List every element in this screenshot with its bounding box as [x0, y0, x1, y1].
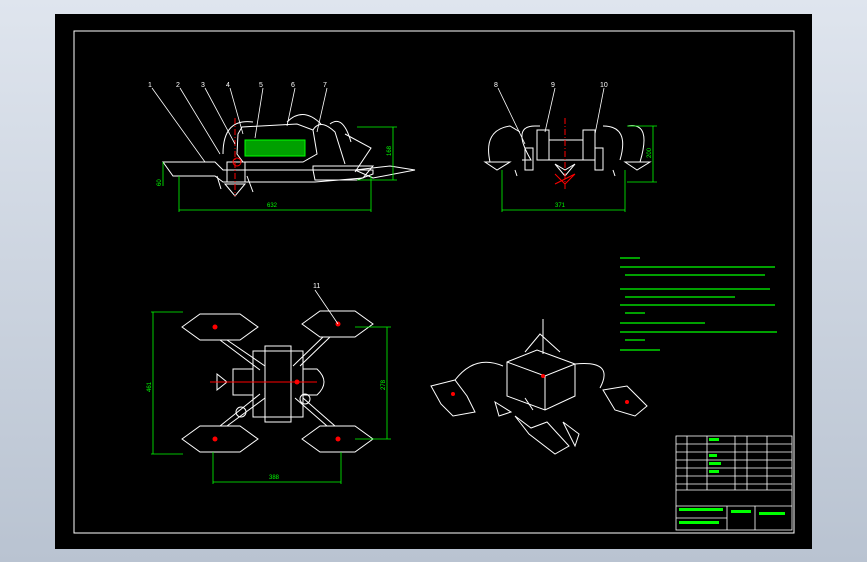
cad-canvas[interactable]: 1 2 3 4 5 6 7 632 168 60 [55, 14, 812, 549]
part-number-3: 3 [201, 82, 205, 89]
part-number-2: 2 [176, 82, 180, 89]
top-leader [314, 289, 339, 325]
front-center-mark [232, 157, 242, 167]
title-block-fill [679, 438, 785, 524]
part-number-10: 10 [600, 82, 608, 89]
side-view [483, 125, 652, 177]
front-leaders [151, 87, 328, 163]
top-left-dim: 461 [147, 381, 153, 392]
cad-drawing-sheet[interactable]: 1 2 3 4 5 6 7 632 168 60 [55, 14, 812, 549]
front-dimensions [162, 126, 397, 212]
part-number-5: 5 [259, 82, 263, 89]
front-width-dim: 632 [267, 203, 278, 209]
part-number-4: 4 [226, 82, 230, 89]
part-number-8: 8 [494, 82, 498, 89]
part-number-6: 6 [291, 82, 295, 89]
side-impeller [554, 173, 576, 185]
part-number-7: 7 [323, 82, 327, 89]
side-part-numbers: 8 9 10 [494, 82, 608, 89]
top-right-dim: 278 [381, 379, 387, 390]
top-dimensions [151, 311, 391, 484]
side-dimensions [501, 125, 657, 212]
front-part-numbers: 1 2 3 4 5 6 7 [148, 82, 327, 89]
top-width-dim: 388 [269, 475, 280, 481]
title-block [675, 435, 793, 531]
drawing-border [73, 30, 795, 534]
side-height-dim: 200 [647, 147, 653, 158]
top-view [181, 310, 374, 453]
side-width-dim: 371 [555, 203, 566, 209]
technical-notes [620, 257, 777, 351]
side-leaders [497, 87, 605, 145]
isometric-view [430, 319, 648, 455]
front-height-dim: 168 [387, 145, 393, 156]
part-number-9: 9 [551, 82, 555, 89]
front-view [162, 114, 416, 197]
hatched-section [244, 139, 306, 157]
iso-mount-points [451, 374, 629, 404]
part-number-11: 11 [313, 283, 320, 290]
part-number-1: 1 [148, 82, 152, 89]
front-left-dim: 60 [157, 179, 163, 186]
